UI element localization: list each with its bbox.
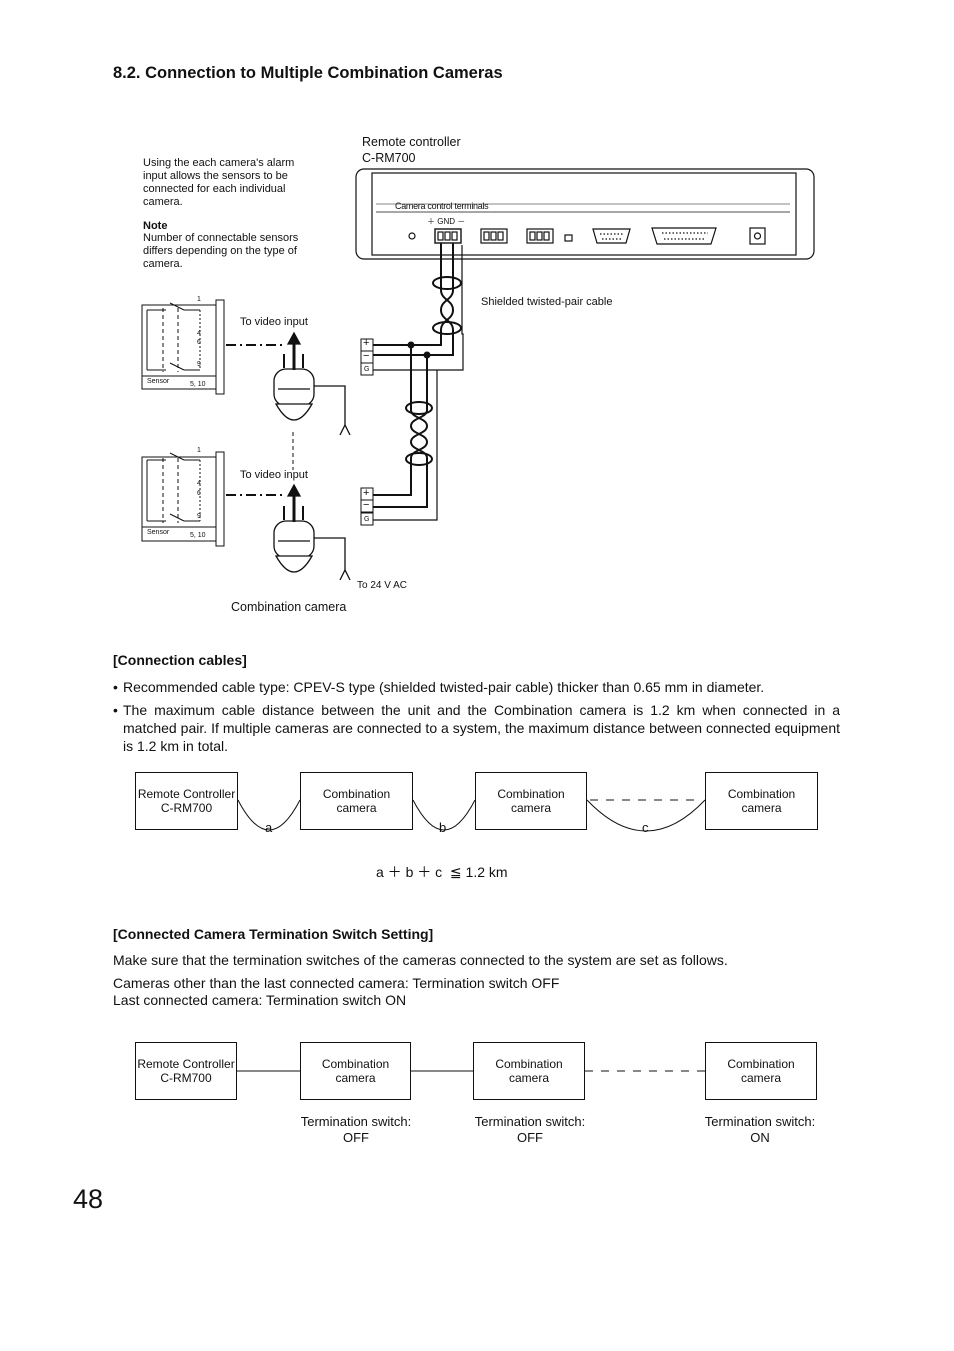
remote-controller-graphic bbox=[355, 168, 815, 260]
controller-label: Remote controller C-RM700 bbox=[362, 134, 461, 166]
pin-label: 6 bbox=[197, 490, 201, 497]
to-24vac-label: To 24 V AC bbox=[357, 580, 408, 591]
remote-controller-name: Remote Controller bbox=[137, 1057, 235, 1071]
termination-switch-value: OFF bbox=[517, 1130, 543, 1145]
pin-label: 5, 10 bbox=[190, 381, 206, 388]
camera-control-terminals-label: Camera control terminals bbox=[395, 201, 489, 211]
termination-switch-value: ON bbox=[750, 1130, 770, 1145]
terminal-g: G bbox=[364, 516, 370, 523]
camera-box-1: Combination camera bbox=[300, 772, 413, 830]
terminal-minus: − bbox=[363, 499, 370, 511]
cable-bullet-1-text: Recommended cable type: CPEV-S type (shi… bbox=[123, 679, 765, 695]
remote-controller-model: C-RM700 bbox=[160, 1071, 212, 1085]
pin-label: 9 bbox=[197, 361, 201, 368]
camera-box-1: Combination camera bbox=[300, 1042, 411, 1100]
termination-heading: [Connected Camera Termination Switch Set… bbox=[113, 926, 434, 942]
to-video-input-label-2: To video input bbox=[240, 469, 308, 481]
sensor-label-1: Sensor bbox=[147, 378, 170, 385]
distance-label-a: a bbox=[265, 820, 273, 835]
camera-box-label: Combination camera bbox=[321, 1057, 390, 1085]
termination-line-2: Last connected camera: Termination switc… bbox=[113, 992, 407, 1008]
distance-formula: a ＋ b ＋ c ≦ 1.2 km bbox=[376, 864, 508, 880]
alarm-note: Using the each camera's alarm input allo… bbox=[143, 157, 295, 208]
termination-switch-value: OFF bbox=[343, 1130, 369, 1145]
page-number: 48 bbox=[73, 1184, 104, 1214]
pin-label: 5, 10 bbox=[190, 532, 206, 539]
note-title: Note bbox=[143, 220, 168, 232]
camera-box-label: Combination camera bbox=[727, 787, 796, 815]
page-title: 8.2. Connection to Multiple Combination … bbox=[113, 64, 503, 82]
terminal-polarity-label: ＋ GND － bbox=[427, 217, 466, 226]
combination-camera-label: Combination camera bbox=[231, 600, 347, 614]
shielded-cable-label: Shielded twisted-pair cable bbox=[481, 296, 613, 308]
termination-switch-label: Termination switch: bbox=[300, 1114, 412, 1129]
terminal-plus: + bbox=[363, 487, 370, 499]
pin-label: 1 bbox=[197, 296, 201, 303]
camera-box-label: Combination camera bbox=[727, 1057, 795, 1085]
termination-line-1: Cameras other than the last connected ca… bbox=[113, 975, 560, 991]
camera-box-3: Combination camera bbox=[705, 772, 818, 830]
camera-box-2: Combination camera bbox=[475, 772, 587, 830]
controller-model: C-RM700 bbox=[362, 151, 416, 165]
pin-label: 6 bbox=[197, 339, 201, 346]
sensor-panel-2 bbox=[141, 451, 225, 547]
camera-terminal-blocks bbox=[360, 338, 374, 526]
remote-controller-name: Remote Controller bbox=[137, 787, 236, 801]
to-video-input-label-1: To video input bbox=[240, 316, 308, 328]
camera-box-label: Combination camera bbox=[322, 787, 391, 815]
camera-1-graphic bbox=[273, 331, 351, 436]
bullet-dot: • bbox=[113, 679, 118, 695]
terminal-minus: − bbox=[363, 350, 370, 362]
termination-switch-label: Termination switch: bbox=[474, 1114, 586, 1129]
termination-switch-2: Termination switch: OFF bbox=[464, 1114, 596, 1146]
cable-bullet-2-text: The maximum cable distance between the u… bbox=[123, 702, 840, 754]
note-text: Number of connectable sensors differs de… bbox=[143, 232, 299, 270]
camera-box-3: Combination camera bbox=[705, 1042, 817, 1100]
wiring-diagram bbox=[141, 168, 815, 581]
termination-switch-label: Termination switch: bbox=[704, 1114, 816, 1129]
bullet-dot: • bbox=[113, 702, 118, 718]
cable-bullet-1: • Recommended cable type: CPEV-S type (s… bbox=[113, 678, 840, 696]
shielded-cable-graphic bbox=[373, 243, 464, 521]
connection-cables-heading: [Connection cables] bbox=[113, 652, 247, 668]
camera-box-label: Combination camera bbox=[495, 1057, 563, 1085]
termination-switch-3: Termination switch: ON bbox=[694, 1114, 826, 1146]
distance-label-c: c bbox=[642, 820, 649, 835]
pin-label: 4 bbox=[197, 330, 201, 337]
pin-label: 1 bbox=[197, 447, 201, 454]
camera-2-graphic bbox=[273, 483, 351, 581]
camera-box-label: Combination camera bbox=[497, 787, 565, 815]
sensor-panel-1 bbox=[141, 299, 225, 395]
terminal-g: G bbox=[364, 366, 370, 373]
sensor-links bbox=[226, 344, 285, 496]
camera-box-2: Combination camera bbox=[473, 1042, 585, 1100]
remote-controller-model: C-RM700 bbox=[160, 801, 213, 815]
termination-switch-1: Termination switch: OFF bbox=[290, 1114, 422, 1146]
pin-label: 9 bbox=[197, 513, 201, 520]
termination-intro: Make sure that the termination switches … bbox=[113, 952, 728, 968]
pin-label: 4 bbox=[197, 480, 201, 487]
controller-label-line1: Remote controller bbox=[362, 135, 461, 149]
cable-bullet-2: • The maximum cable distance between the… bbox=[113, 701, 840, 755]
distance-label-b: b bbox=[439, 820, 447, 835]
terminal-plus: + bbox=[363, 337, 370, 349]
sensor-label-2: Sensor bbox=[147, 529, 170, 536]
